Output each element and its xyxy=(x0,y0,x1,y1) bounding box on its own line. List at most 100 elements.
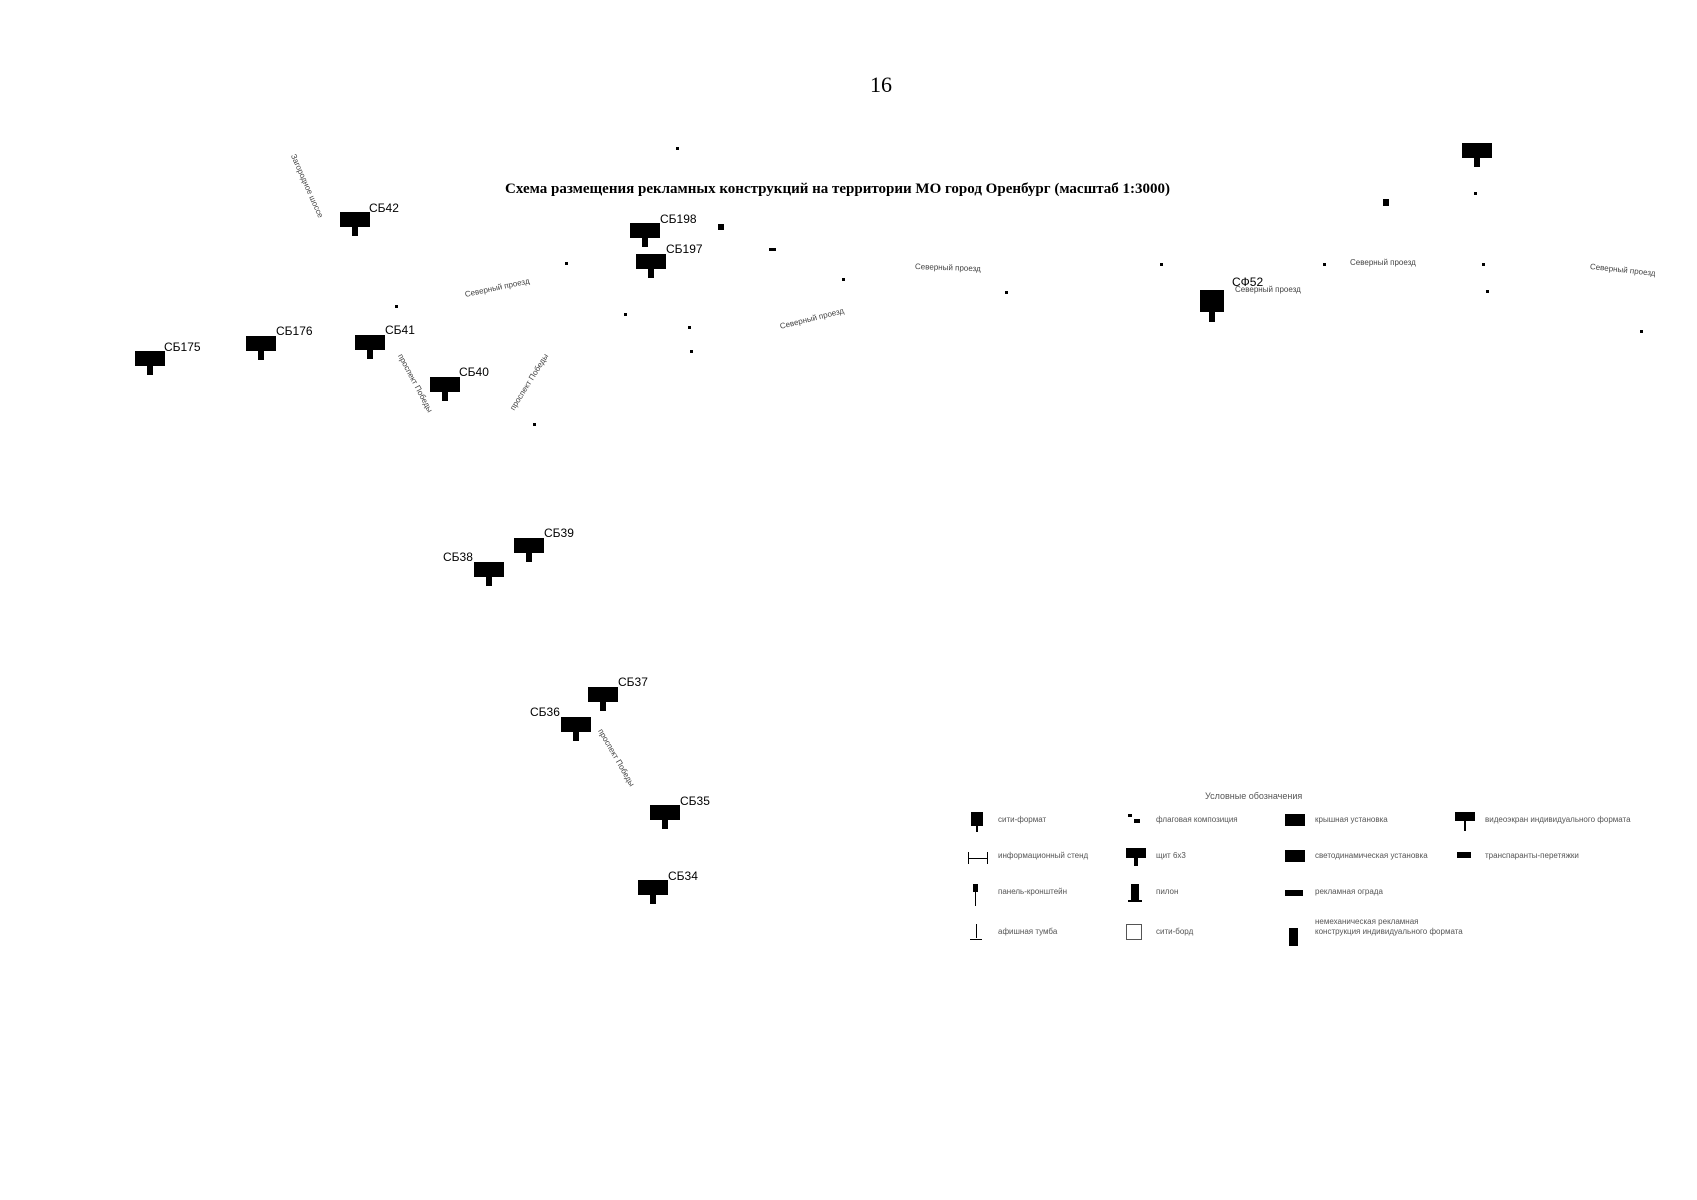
banner-icon xyxy=(1455,848,1473,868)
map-point xyxy=(1474,192,1477,195)
roof-icon xyxy=(1285,812,1305,832)
street-label-severny: Северный проезд xyxy=(778,306,845,331)
legend-label: афишная тумба xyxy=(998,927,1058,936)
map-point xyxy=(690,350,693,353)
page-number: 16 xyxy=(870,72,892,97)
billboard-icon xyxy=(1126,848,1146,868)
legend-item: видеоэкран индивидуального формата xyxy=(1455,812,1655,852)
legend-item: панель-кронштейн xyxy=(968,884,1138,924)
map-point xyxy=(1383,199,1389,206)
marker-label: СФ52 xyxy=(1232,275,1264,289)
map-point xyxy=(565,262,568,265)
map-point xyxy=(688,326,691,329)
marker-label: СБ198 xyxy=(660,212,697,226)
marker-label: СБ38 xyxy=(443,550,473,564)
billboard-marker[interactable] xyxy=(638,880,668,904)
marker-label: СБ36 xyxy=(530,705,560,719)
street-label-zagorodnoe: Загородное шоссе xyxy=(288,152,326,220)
map-point xyxy=(1640,330,1643,333)
legend-label: видеоэкран индивидуального формата xyxy=(1485,815,1631,824)
legend-item: сити-борд xyxy=(1126,924,1296,964)
marker-label: СБ40 xyxy=(459,365,489,379)
street-label-pobedy: проспект Победы xyxy=(396,352,435,414)
map-point xyxy=(842,278,845,281)
legend-title: Условные обозначения xyxy=(1205,791,1303,801)
legend-label: пилон xyxy=(1156,887,1179,896)
legend-label: светодинамическая установка xyxy=(1315,851,1428,860)
billboard-marker[interactable] xyxy=(636,254,666,278)
street-label-pobedy: проспект Победы xyxy=(596,727,637,788)
map-title: Схема размещения рекламных конструкций н… xyxy=(505,181,1171,197)
map-point xyxy=(395,305,398,308)
street-label-severny: Северный проезд xyxy=(914,262,981,274)
map-point xyxy=(1005,291,1008,294)
kiosk-icon xyxy=(968,924,986,944)
citylight-marker[interactable] xyxy=(1200,290,1230,322)
billboard-marker[interactable] xyxy=(355,335,385,359)
billboard-marker[interactable] xyxy=(474,562,504,586)
marker-label: СБ35 xyxy=(680,794,710,808)
bracket-icon xyxy=(968,884,986,906)
legend-item: флаговая композиция xyxy=(1126,812,1296,852)
legend-item: транспаранты-перетяжки xyxy=(1455,848,1625,888)
flag-icon xyxy=(1126,812,1144,832)
pylon-icon xyxy=(1126,884,1144,904)
legend-item: немеханическая рекламная конструкция инд… xyxy=(1285,914,1465,964)
legend-label: крышная установка xyxy=(1315,815,1388,824)
street-label-pobedy: проспект Победы xyxy=(508,352,551,412)
billboard-marker[interactable] xyxy=(1462,143,1492,167)
legend-label: транспаранты-перетяжки xyxy=(1485,851,1579,860)
billboard-marker[interactable] xyxy=(135,351,165,375)
map-point xyxy=(533,423,536,426)
marker-label: СБ176 xyxy=(276,324,313,338)
billboard-marker[interactable] xyxy=(246,336,276,360)
billboard-marker[interactable] xyxy=(650,805,680,829)
legend-item: крышная установка xyxy=(1285,812,1455,852)
legend-label: щит 6х3 xyxy=(1156,851,1186,860)
marker-label: СБ34 xyxy=(668,869,698,883)
legend-label: информационный стенд xyxy=(998,851,1089,860)
legend-label: флаговая композиция xyxy=(1156,815,1238,824)
fence-icon xyxy=(1285,884,1303,904)
videoscreen-icon xyxy=(1455,812,1475,832)
legend-label: сити-борд xyxy=(1156,927,1194,936)
legend-label: панель-кронштейн xyxy=(998,887,1068,896)
legend-label: немеханическая рекламная конструкция инд… xyxy=(1315,917,1463,936)
billboard-marker[interactable] xyxy=(514,538,544,562)
marker-label: СБ39 xyxy=(544,526,574,540)
map-point xyxy=(1323,263,1326,266)
legend-item: щит 6х3 xyxy=(1126,848,1296,888)
map-point xyxy=(1160,263,1163,266)
street-label-severny: Северный проезд xyxy=(1235,285,1301,294)
billboard-marker[interactable] xyxy=(430,377,460,401)
billboard-marker[interactable] xyxy=(630,223,660,247)
legend-item: сити-формат xyxy=(968,812,1138,852)
legend-label: сити-формат xyxy=(998,815,1047,824)
map-point xyxy=(1482,263,1485,266)
billboard-marker[interactable] xyxy=(588,687,618,711)
citylight-icon xyxy=(968,812,986,832)
street-label-severny: Северный проезд xyxy=(464,276,531,299)
street-label-severny: Северный проезд xyxy=(1350,258,1416,267)
legend-label: рекламная ограда xyxy=(1315,887,1383,896)
legend-item: информационный стенд xyxy=(968,848,1138,888)
marker-label: СБ175 xyxy=(164,340,201,354)
stand-icon xyxy=(968,848,988,868)
map-point xyxy=(624,313,627,316)
legend-item: светодинамическая установка xyxy=(1285,848,1455,888)
map-point xyxy=(769,248,776,251)
marker-label: СБ37 xyxy=(618,675,648,689)
map-point xyxy=(1486,290,1489,293)
led-icon xyxy=(1285,848,1305,868)
legend-item: афишная тумба xyxy=(968,924,1138,964)
legend-item: рекламная ограда xyxy=(1285,884,1455,924)
marker-label: СБ42 xyxy=(369,201,399,215)
legend-item: пилон xyxy=(1126,884,1296,924)
marker-label: СБ197 xyxy=(666,242,703,256)
street-label-severny: Северный проезд xyxy=(1589,262,1656,278)
billboard-marker[interactable] xyxy=(561,717,591,741)
map-point xyxy=(718,224,724,230)
billboard-marker[interactable] xyxy=(340,212,370,236)
cityboard-icon xyxy=(1126,924,1144,944)
custom-icon xyxy=(1285,928,1303,948)
